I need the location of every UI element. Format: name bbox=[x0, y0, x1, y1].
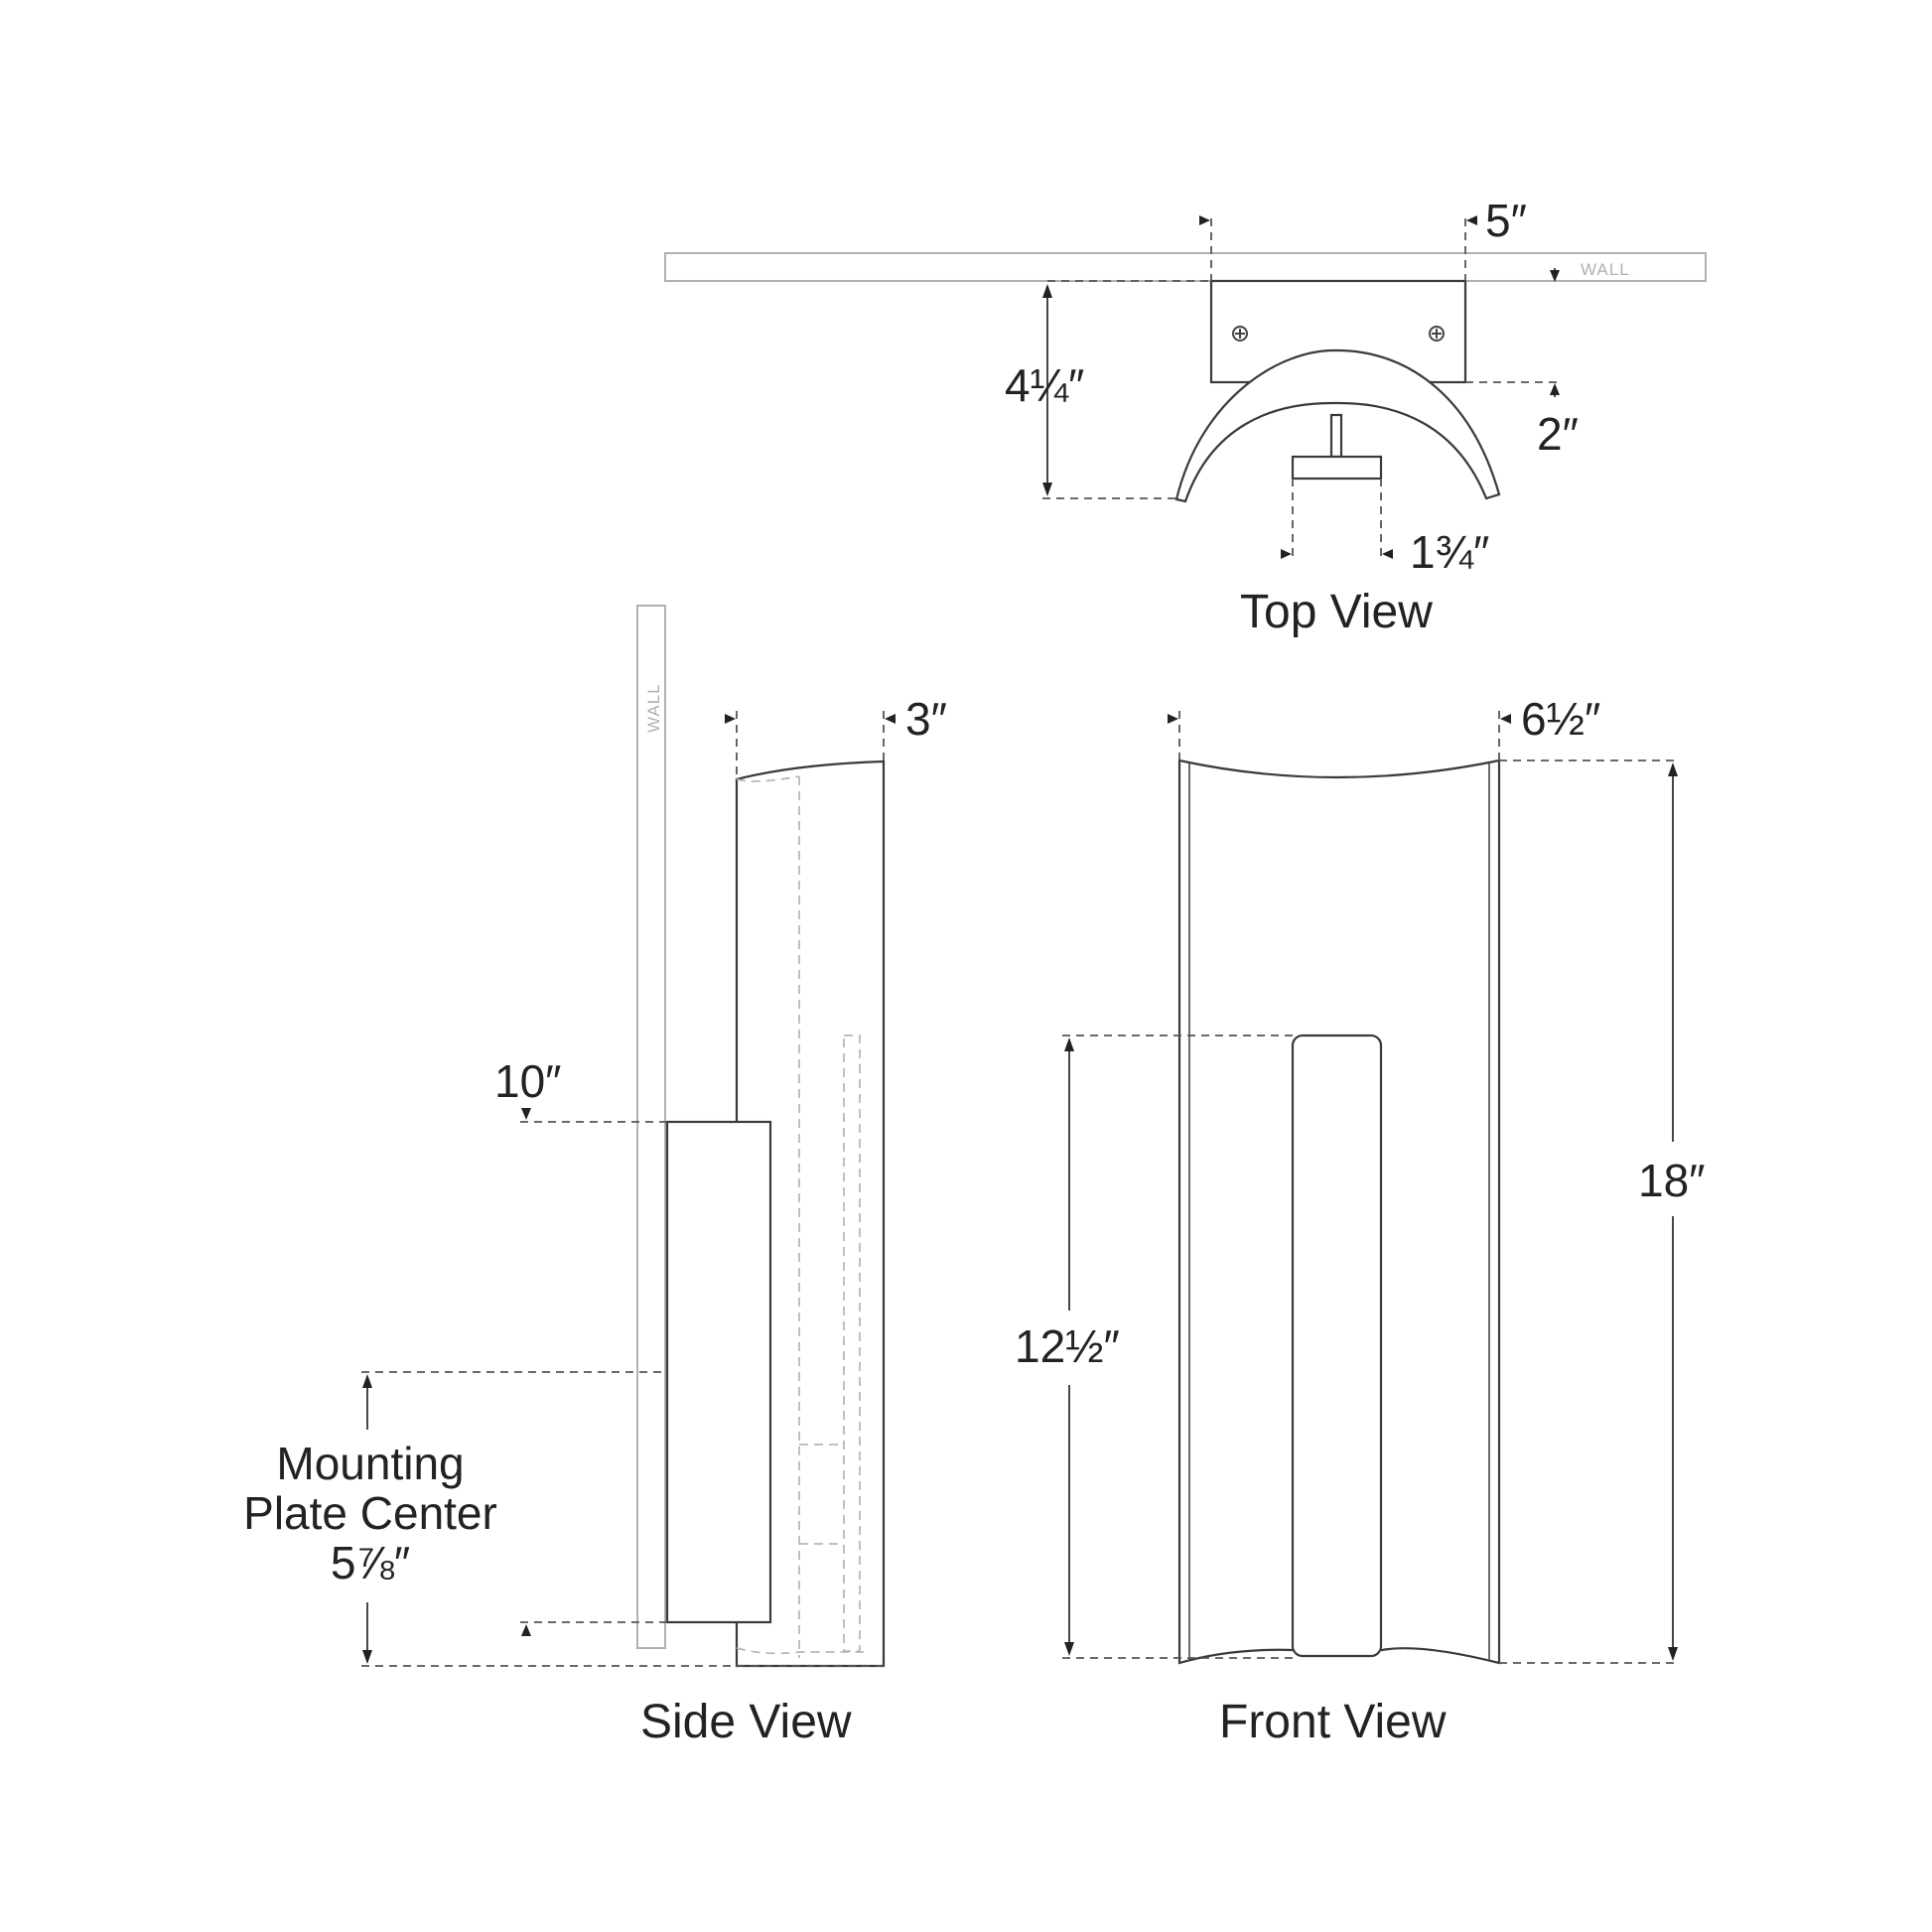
dim-top-plate-depth: 2″ bbox=[1537, 408, 1579, 460]
side-wall-label: WALL bbox=[644, 683, 663, 733]
dim-front-width: 6½″ bbox=[1521, 693, 1600, 745]
mounting-label-line2: Plate Center bbox=[243, 1487, 497, 1539]
dim-side-depth: 3″ bbox=[905, 693, 947, 745]
top-stem bbox=[1329, 413, 1343, 459]
side-shade-body bbox=[735, 759, 886, 1668]
dim-front-height: 18″ bbox=[1638, 1155, 1705, 1206]
top-view-label: Top View bbox=[1240, 586, 1433, 638]
dim-top-stem-width: 1¾″ bbox=[1410, 526, 1489, 578]
top-view-wall: WALL bbox=[664, 252, 1707, 282]
dim-mounting-value: 5⅞″ bbox=[331, 1537, 410, 1588]
top-view: WALL 5″ 4¼″ bbox=[664, 195, 1707, 638]
side-view: WALL 3″ 10″ Mounting Plate Center 5⅞″ Si… bbox=[243, 605, 947, 1748]
front-view: 6½″ 18″ 12½″ Front View bbox=[1015, 693, 1705, 1748]
front-view-label: Front View bbox=[1219, 1696, 1447, 1748]
dim-top-width: 5″ bbox=[1485, 195, 1527, 246]
side-view-label: Side View bbox=[640, 1696, 852, 1748]
screw-icon bbox=[1232, 326, 1248, 342]
dim-side-plate-height: 10″ bbox=[494, 1055, 561, 1107]
side-view-wall: WALL bbox=[636, 605, 666, 1649]
top-diffuser bbox=[1291, 455, 1383, 481]
top-curved-shade bbox=[1174, 348, 1501, 503]
mounting-label-line1: Mounting bbox=[276, 1438, 464, 1489]
side-mounting-plate bbox=[665, 1120, 772, 1624]
front-diffuser bbox=[1291, 1034, 1383, 1658]
top-wall-label: WALL bbox=[1581, 260, 1630, 279]
dim-front-diffuser-height: 12½″ bbox=[1015, 1320, 1120, 1372]
screw-icon bbox=[1429, 326, 1445, 342]
dim-top-depth: 4¼″ bbox=[1005, 359, 1084, 411]
